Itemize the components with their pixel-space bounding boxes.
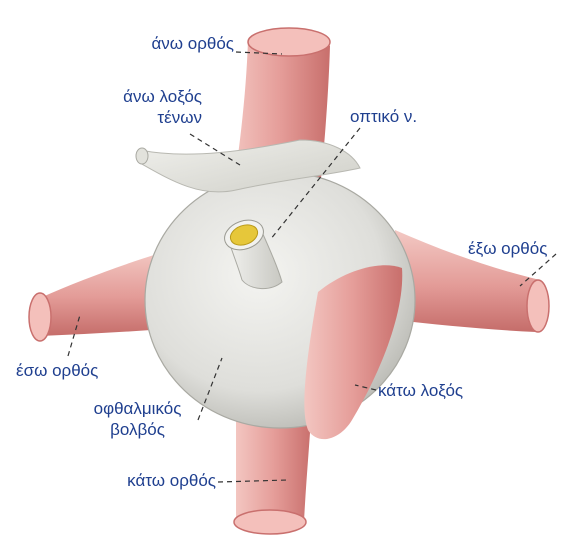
leader-eyeball: [197, 357, 223, 421]
medial-rectus-muscle: [28, 250, 175, 342]
leader-lines: [67, 51, 557, 483]
inferior-oblique-muscle: [304, 265, 403, 440]
label-eyeball: οφθαλμικός βολβός: [70, 398, 205, 440]
inferior-rectus-muscle: [233, 400, 312, 535]
label-inferior-rectus: κάτω ορθός: [127, 471, 216, 490]
label-superior-oblique-tendon: άνω λοξός τένων: [72, 86, 202, 128]
label-superior-oblique-line2: τένων: [157, 108, 202, 127]
label-eyeball-line2: βολβός: [110, 420, 165, 439]
leader-inferior-oblique: [354, 384, 377, 391]
leader-inferior-rectus: [217, 479, 289, 483]
label-superior-oblique-line1: άνω λοξός: [123, 87, 202, 106]
label-medial-rectus: έσω ορθός: [16, 361, 99, 380]
label-inferior-oblique: κάτω λοξός: [378, 381, 464, 400]
leader-medial-rectus: [67, 314, 81, 357]
label-optic-nerve: οπτικό ν.: [350, 107, 418, 126]
lateral-rectus-muscle: [395, 230, 550, 333]
label-superior-rectus: άνω ορθός: [151, 34, 234, 53]
leader-superior-rectus: [235, 51, 283, 55]
leader-optic-nerve: [269, 127, 361, 241]
leader-superior-oblique: [189, 133, 241, 166]
leader-lateral-rectus: [519, 253, 557, 287]
optic-nerve: [224, 219, 283, 289]
label-lateral-rectus: έξω ορθός: [468, 239, 548, 258]
superior-oblique-tendon: [135, 139, 361, 193]
label-eyeball-line1: οφθαλμικός: [93, 399, 182, 418]
